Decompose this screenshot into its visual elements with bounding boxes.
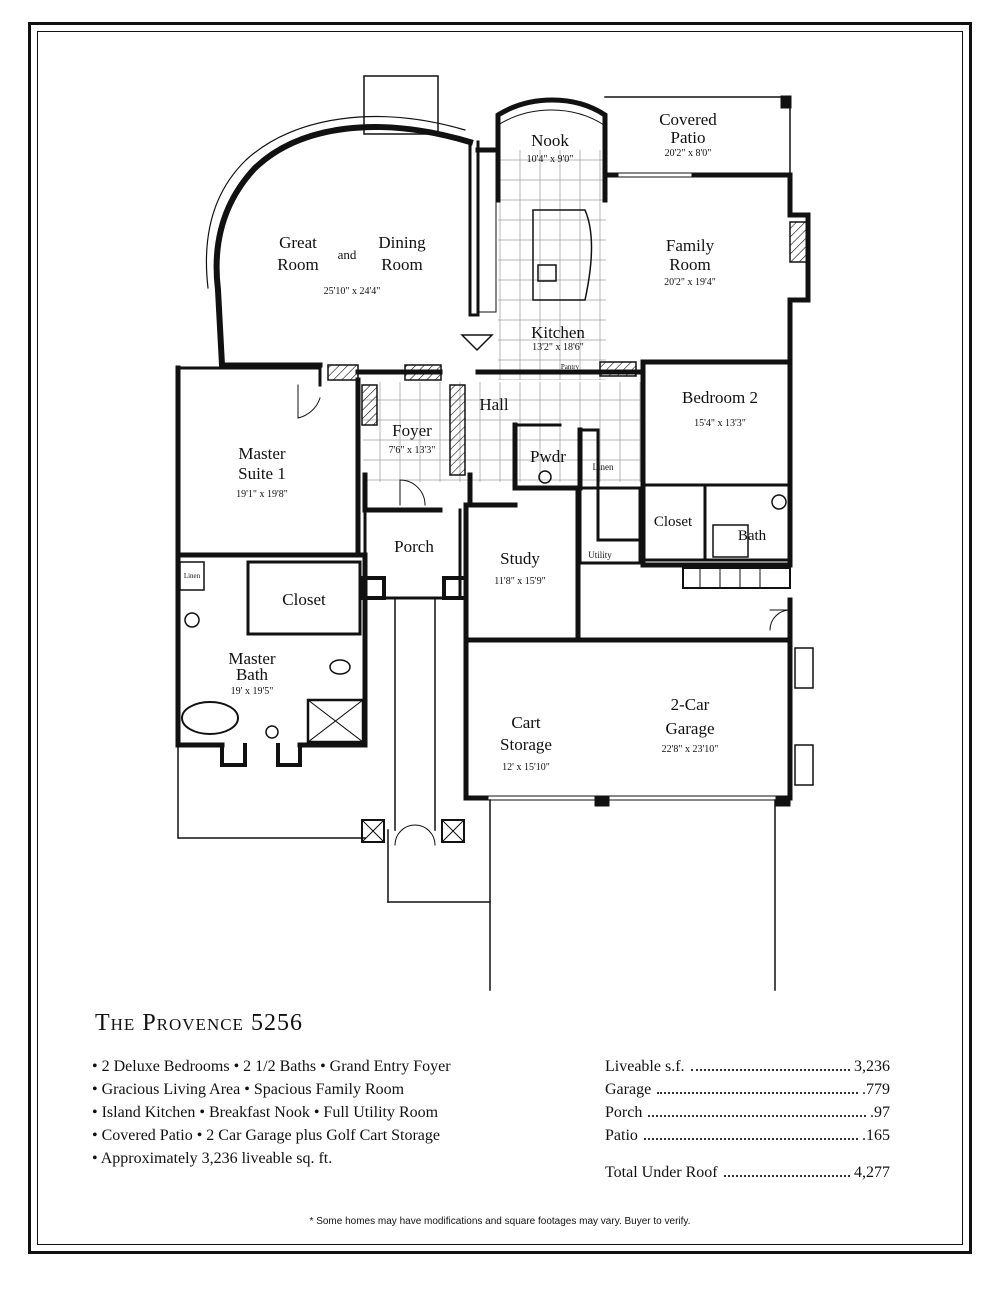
bedroom-2-bath [703,483,792,562]
closet-bed2-label: Closet [654,514,693,530]
sf-value: .779 [862,1081,890,1098]
sf-label: Garage [605,1081,652,1098]
master-bath-dim: 19' x 19'5" [231,686,274,697]
hall-label: Hall [479,395,509,414]
foyer-dim: 7'6" x 13'3" [389,445,436,456]
family-room-label-2: Room [669,255,711,274]
nook-label: Nook [531,131,569,150]
chimney [363,75,439,135]
master-linen-label: Linen [184,572,201,580]
family-room-wall [640,177,811,365]
sf-row-garage: Garage .779 [605,1078,890,1101]
feature-item: • 2 Deluxe Bedrooms • 2 1/2 Baths • Gran… [92,1058,451,1075]
sf-row-patio: Patio .165 [605,1124,890,1147]
powder-room-wall [512,422,583,491]
study-dim: 11'8" x 15'9" [494,576,545,587]
fireplace [789,221,809,263]
sf-value: .97 [870,1104,890,1121]
master-bath-label-2: Bath [236,665,269,684]
sf-total-value: 4,277 [854,1164,890,1181]
floor-plan: Nook 10'4" x 9'0" Covered Patio 20'2" x … [175,75,814,991]
leader-dots [657,1092,858,1094]
covered-patio-dim: 20'2" x 8'0" [665,148,712,159]
cart-storage-dim: 12' x 15'10" [502,762,550,773]
linen-label: Linen [593,462,614,472]
feature-item: • Gracious Living Area • Spacious Family… [92,1081,405,1098]
dining-room-label-1: Dining [378,233,426,252]
leader-dots [690,1069,850,1071]
kitchen-island [532,209,593,301]
dining-room-label-2: Room [381,255,423,274]
kitchen-dim: 13'2" x 18'6" [532,342,584,353]
study-wall [463,485,581,643]
utility-room [578,486,642,565]
covered-patio-label-1: Covered [659,110,717,129]
sf-row-liveable: Liveable s.f. 3,236 [605,1055,890,1078]
cart-storage-label-1: Cart [511,713,541,732]
sf-row-porch: Porch .97 [605,1101,890,1124]
sf-row-total: Total Under Roof 4,277 [605,1161,890,1184]
master-suite-dim: 19'1" x 19'8" [236,489,288,500]
great-room-curved-wall [213,124,474,369]
sf-label: Patio [605,1127,638,1144]
leader-dots [723,1175,850,1177]
garage-dim: 22'8" x 23'10" [662,744,719,755]
feature-item: • Island Kitchen • Breakfast Nook • Full… [92,1104,439,1121]
bedroom-2-dim: 15'4" x 13'3" [694,418,746,429]
master-suite-label-2: Suite 1 [238,464,286,483]
sf-total-label: Total Under Roof [605,1164,718,1181]
nook-bay-wall [495,97,608,203]
inner-border [37,31,963,1245]
sf-value: 3,236 [854,1058,890,1075]
family-room-dim: 20'2" x 19'4" [664,277,716,288]
bedroom-2-wall [640,359,793,568]
master-bath-label-1: Master [228,649,276,668]
master-bath-wall [175,552,225,748]
great-room-label-1: Great [279,233,317,252]
garage-label-2: Garage [665,719,714,738]
bath-2-label: Bath [738,528,767,544]
great-room-dim: 25'10" x 24'4" [324,286,381,297]
pwdr-label: Pwdr [530,447,566,466]
leader-dots [643,1138,858,1140]
square-footage-table: Liveable s.f. 3,236 Garage .779 Porch .9… [605,1055,890,1184]
foyer-label: Foyer [392,421,432,440]
master-closet-label: Closet [282,590,326,609]
feature-list: • 2 Deluxe Bedrooms • 2 1/2 Baths • Gran… [92,1055,451,1170]
master-closet [246,560,362,636]
feature-item: • Approximately 3,236 liveable sq. ft. [92,1150,333,1167]
kitchen-label: Kitchen [531,323,585,342]
bedroom-2-label: Bedroom 2 [682,388,758,407]
covered-patio-label-2: Patio [671,128,706,147]
leader-dots [648,1115,866,1117]
sf-value: .165 [862,1127,890,1144]
great-room-label-2: Room [277,255,319,274]
feature-item: • Covered Patio • 2 Car Garage plus Golf… [92,1127,441,1144]
cart-storage-label-2: Storage [500,735,552,754]
family-room-label-1: Family [666,236,715,255]
pantry-label: Pantry [561,363,580,371]
master-suite-label-1: Master [238,444,286,463]
utility-label: Utility [588,550,612,560]
nook-dim: 10'4" x 9'0" [527,154,574,165]
plan-title: The Provence 5256 [95,1010,303,1036]
sf-label: Liveable s.f. [605,1058,685,1075]
study-label: Study [500,549,540,568]
outer-border [28,22,972,1254]
great-room-joiner: and [338,247,357,262]
porch-label: Porch [394,537,434,556]
sf-label: Porch [605,1104,643,1121]
garage-label-1: 2-Car [671,695,710,714]
disclaimer: * Some homes may have modifications and … [309,1216,691,1227]
